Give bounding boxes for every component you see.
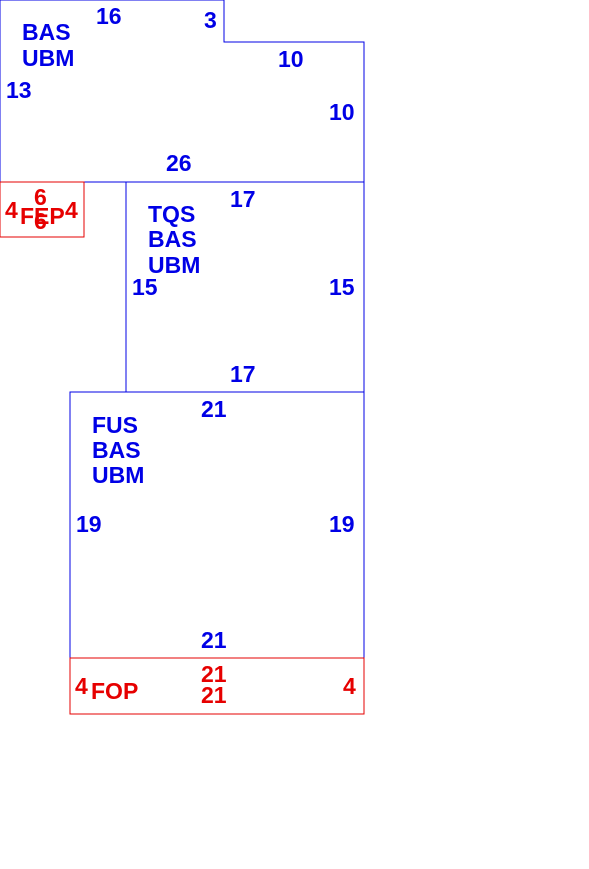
top-area-code-2: UBM — [22, 45, 74, 71]
middle-area-dim-bottom: 17 — [230, 361, 256, 387]
fep-dim-left: 4 — [5, 197, 18, 223]
fop-dim-left: 4 — [75, 673, 88, 699]
fep-code: FEP — [20, 203, 65, 229]
lower-area-dim-left: 19 — [76, 511, 102, 537]
fop-code: FOP — [91, 678, 138, 704]
lower-area-dim-right: 19 — [329, 511, 355, 537]
top-area-dim-right: 10 — [329, 99, 355, 125]
middle-area-dim-right: 15 — [329, 274, 355, 300]
middle-area-dim-left: 15 — [132, 274, 158, 300]
top-area-dim-left: 13 — [6, 77, 32, 103]
middle-area-code-1: TQS — [148, 201, 195, 227]
fep-dim-right: 4 — [65, 197, 78, 223]
fop-dim-top: 21 — [201, 661, 227, 687]
top-area-code-1: BAS — [22, 19, 71, 45]
lower-area-dim-bottom: 21 — [201, 627, 227, 653]
lower-area-dim-top: 21 — [201, 396, 227, 422]
fop-dim-right: 4 — [343, 673, 356, 699]
top-area-outline — [0, 0, 365, 183]
top-area-dim-bottom: 26 — [166, 150, 192, 176]
top-area-dim-notch-width: 3 — [204, 7, 217, 33]
middle-area-code-2: BAS — [148, 226, 197, 252]
fep-dim-bottom: 6 — [34, 208, 47, 234]
lower-area-code-2: BAS — [92, 437, 141, 463]
top-area-dim-notch-step: 10 — [278, 46, 304, 72]
middle-area-code-3: UBM — [148, 252, 200, 278]
lower-area-code-3: UBM — [92, 462, 144, 488]
fep-porch-outline — [0, 181, 85, 238]
fop-dim-bottom: 21 — [201, 682, 227, 708]
top-area-dim-top: 16 — [96, 3, 122, 29]
middle-area-dim-top: 17 — [230, 186, 256, 212]
lower-area-code-1: FUS — [92, 412, 138, 438]
fep-dim-top: 6 — [34, 184, 47, 210]
fop-porch-outline — [69, 657, 365, 715]
